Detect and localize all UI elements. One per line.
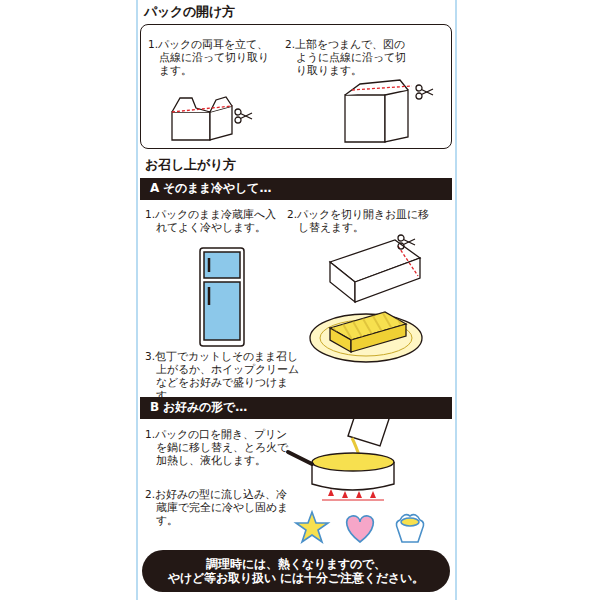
flame-symbol xyxy=(322,489,384,500)
pack-open-top xyxy=(345,80,412,142)
band-text: A そのまま冷やして… xyxy=(150,181,440,195)
scissors-symbol xyxy=(416,85,433,99)
pack-open-ears xyxy=(172,97,232,140)
heading-band: 調理時には、熱くなりますので、 やけど等お取り扱い には十分ご注意ください。 xyxy=(142,550,450,592)
scissors-symbol xyxy=(398,235,415,249)
step-text: 1.パックの口を開き、プリンを鍋に移し替え、とろ火で加熱し、液化します。 xyxy=(145,428,290,467)
pack-cut-illustration xyxy=(330,240,420,302)
step-text: 1.パックのまま冷蔵庫へ入れてよく冷やします。 xyxy=(145,208,277,234)
band-text: B お好みの形で… xyxy=(150,400,440,414)
section-box: パックの開け方 1.パックの両耳を立て、点線に沿って切り取ります。 2.上部をつまん… xyxy=(140,2,452,149)
section-heading: お召し上がり方 xyxy=(145,157,345,173)
step-text: 2.上部をつまんで、図のように点線に沿って切り取ります。 xyxy=(285,38,415,77)
step-text: 1.パックの両耳を立て、点線に沿って切り取ります。 xyxy=(148,38,270,77)
heading-band: B お好みの形で… xyxy=(140,397,452,419)
fridge-illustration xyxy=(200,248,244,346)
section-heading: パックの開け方 xyxy=(144,4,344,20)
band-text: 調理時には、熱くなりますので、 やけど等お取り扱い には十分ご注意ください。 xyxy=(162,557,430,585)
step-text: 3.包丁でカットしそのまま召し上がるか、ホイップクリームなどをお好みで盛りつけま… xyxy=(145,350,303,402)
scissors-symbol xyxy=(235,109,252,123)
step-text: 2.パックを切り開きお皿に移し替えます。 xyxy=(287,208,437,234)
margin-line xyxy=(136,0,138,600)
margin-line xyxy=(455,0,457,600)
step-text: 2.お好みの型に流し込み、冷蔵庫で完全に冷やし固めます。 xyxy=(145,488,290,527)
plate-pudding-illustration xyxy=(310,312,422,362)
mold-illustration xyxy=(296,512,424,542)
heading-band: A そのまま冷やして… xyxy=(140,178,452,200)
